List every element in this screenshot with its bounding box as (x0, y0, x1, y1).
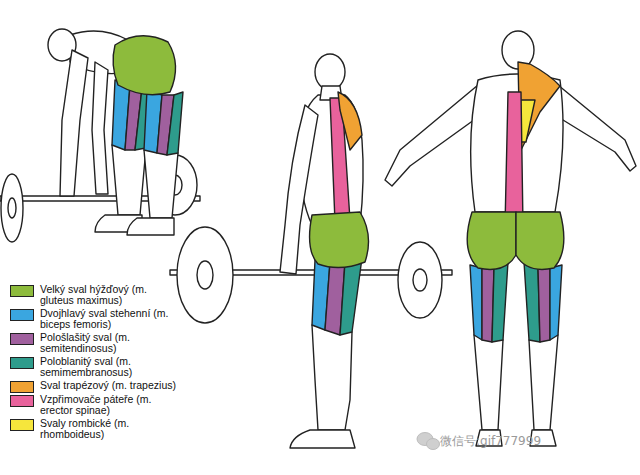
legend-item: Vzpřimovače páteře (m. erector spinae) (10, 394, 185, 416)
legend-text: Vzpřimovače páteře (m. erector spinae) (40, 394, 180, 416)
figure-bent-part (112, 145, 146, 215)
figure-bent-part (92, 62, 108, 194)
hamstrings (470, 262, 562, 342)
gluteus-part (113, 36, 175, 95)
barbell-part (177, 227, 233, 323)
hamstrings-part (492, 262, 508, 342)
back-muscles-part (518, 62, 560, 152)
legend-text: Sval trapézový (m. trapezius) (40, 380, 180, 391)
gluteus-part (310, 212, 369, 268)
gluteus (467, 212, 564, 269)
figure-bent-part (144, 150, 178, 218)
legend-swatch (10, 333, 34, 345)
legend-text: Poloblanitý sval (m. semimembranosus) (40, 356, 180, 378)
gluteus-part (467, 212, 516, 269)
legend-swatch (10, 309, 34, 321)
barbell-part (398, 242, 442, 318)
legend-text: Svaly rombické (m. rhomboideus) (40, 418, 180, 440)
barbell-part (8, 198, 16, 218)
legend-swatch (10, 419, 34, 431)
back-muscles-part (338, 92, 362, 150)
watermark: 微信号:gif777999 (440, 433, 541, 450)
figure-back-part (529, 335, 558, 430)
legend-item: Pološlašitý sval (m. semitendinosus) (10, 332, 185, 354)
legend-item: Sval trapézový (m. trapezius) (10, 380, 185, 391)
legend-item: Svaly rombické (m. rhomboideus) (10, 418, 185, 440)
hamstrings-part (538, 268, 550, 342)
legend-text: Pološlašitý sval (m. semitendinosus) (40, 332, 180, 354)
legend-swatch (10, 285, 34, 297)
figure-back-part (474, 335, 503, 430)
back-muscles (330, 92, 362, 222)
hamstrings-part (470, 265, 482, 340)
legend-swatch (10, 381, 34, 393)
hamstrings (312, 258, 362, 335)
wechat-icon-part (427, 439, 440, 450)
gluteus (113, 36, 175, 95)
wechat-icon (417, 433, 440, 450)
legend-text: Dvojhlavý sval stehenní (m. biceps femor… (40, 308, 180, 330)
barbell-part (197, 261, 213, 289)
figure-bent (48, 29, 178, 235)
hamstrings-part (167, 92, 183, 155)
back-muscles-part (505, 92, 523, 226)
back-muscles (505, 62, 560, 226)
legend-text: Velký sval hýžďový (m. gluteus maximus) (40, 284, 180, 306)
figure-bent-part (60, 50, 88, 196)
gluteus (310, 212, 369, 268)
figure-standing-part (290, 430, 355, 448)
legend-item: Dvojhlavý sval stehenní (m. biceps femor… (10, 308, 185, 330)
figure-back-part (385, 85, 485, 186)
hamstrings-part (550, 265, 562, 340)
gluteus-part (516, 212, 564, 269)
barbell-part (413, 269, 427, 291)
figure-bent-part (127, 218, 174, 235)
hamstrings-part (340, 258, 362, 335)
figure-back (385, 31, 636, 446)
legend-item: Velký sval hýžďový (m. gluteus maximus) (10, 284, 185, 306)
figure-standing-part (312, 325, 352, 430)
barbell-part (1, 174, 23, 242)
legend-swatch (10, 357, 34, 369)
legend-item: Poloblanitý sval (m. semimembranosus) (10, 356, 185, 378)
figure-standing-part (315, 54, 345, 90)
legend-swatch (10, 395, 34, 407)
